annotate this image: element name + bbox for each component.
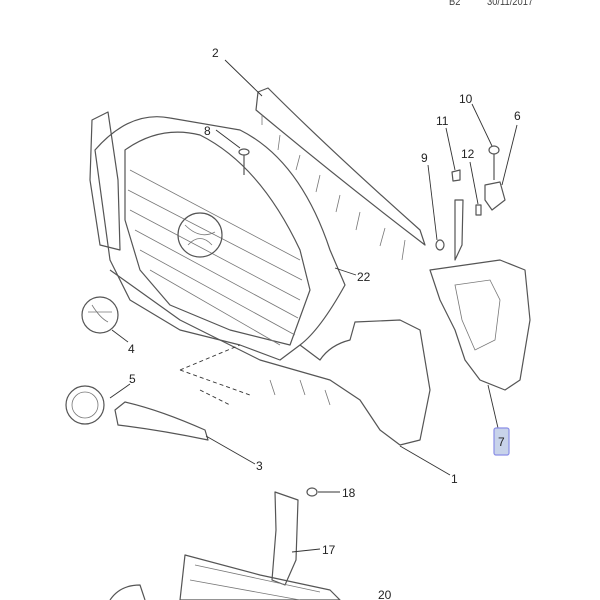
part-clip-18[interactable]	[306, 487, 318, 497]
diagram-date: 30/11/2017	[487, 0, 534, 8]
callout-11[interactable]: 11	[436, 114, 449, 128]
part-block-6[interactable]	[484, 181, 506, 211]
callout-18[interactable]: 18	[342, 486, 356, 500]
part-emblem-4[interactable]	[81, 296, 119, 334]
part-bracket-right[interactable]	[429, 259, 531, 391]
part-upper-trim[interactable]	[255, 87, 426, 261]
callout-4[interactable]: 4	[128, 342, 135, 356]
part-lower-grille-20[interactable]	[109, 554, 341, 600]
callout-12[interactable]: 12	[461, 147, 475, 161]
part-clip-9[interactable]	[435, 239, 445, 251]
diagram-code: B2	[449, 0, 461, 8]
part-clip-11[interactable]	[451, 169, 461, 182]
callout-6[interactable]: 6	[514, 109, 521, 123]
part-bracket-17[interactable]	[271, 491, 299, 586]
callout-20[interactable]: 20	[378, 588, 392, 600]
callout-8[interactable]: 8	[204, 124, 211, 138]
part-bolt-10[interactable]	[488, 145, 500, 180]
callout-17[interactable]: 17	[322, 543, 336, 557]
part-emblem-5[interactable]	[65, 385, 105, 425]
callout-5[interactable]: 5	[129, 372, 136, 386]
callout-3[interactable]: 3	[256, 459, 263, 473]
callout-7[interactable]: 7	[498, 435, 505, 449]
callout-10[interactable]: 10	[459, 92, 473, 106]
callout-labels: 2 8 10 6 11 12 9 22 4 5 3 1 7 18 17 20	[128, 46, 521, 600]
callout-7-highlight	[493, 427, 510, 456]
callout-9[interactable]: 9	[421, 151, 428, 165]
callout-2[interactable]: 2	[212, 46, 219, 60]
callout-1[interactable]: 1	[451, 472, 458, 486]
part-clip-12[interactable]	[475, 204, 482, 216]
callout-22[interactable]: 22	[357, 270, 371, 284]
part-grille[interactable]	[89, 111, 431, 446]
part-trim-3[interactable]	[114, 401, 209, 441]
leader-lines	[109, 59, 518, 553]
part-bolt-8[interactable]	[238, 148, 250, 175]
part-strip-9-11[interactable]	[454, 199, 464, 261]
